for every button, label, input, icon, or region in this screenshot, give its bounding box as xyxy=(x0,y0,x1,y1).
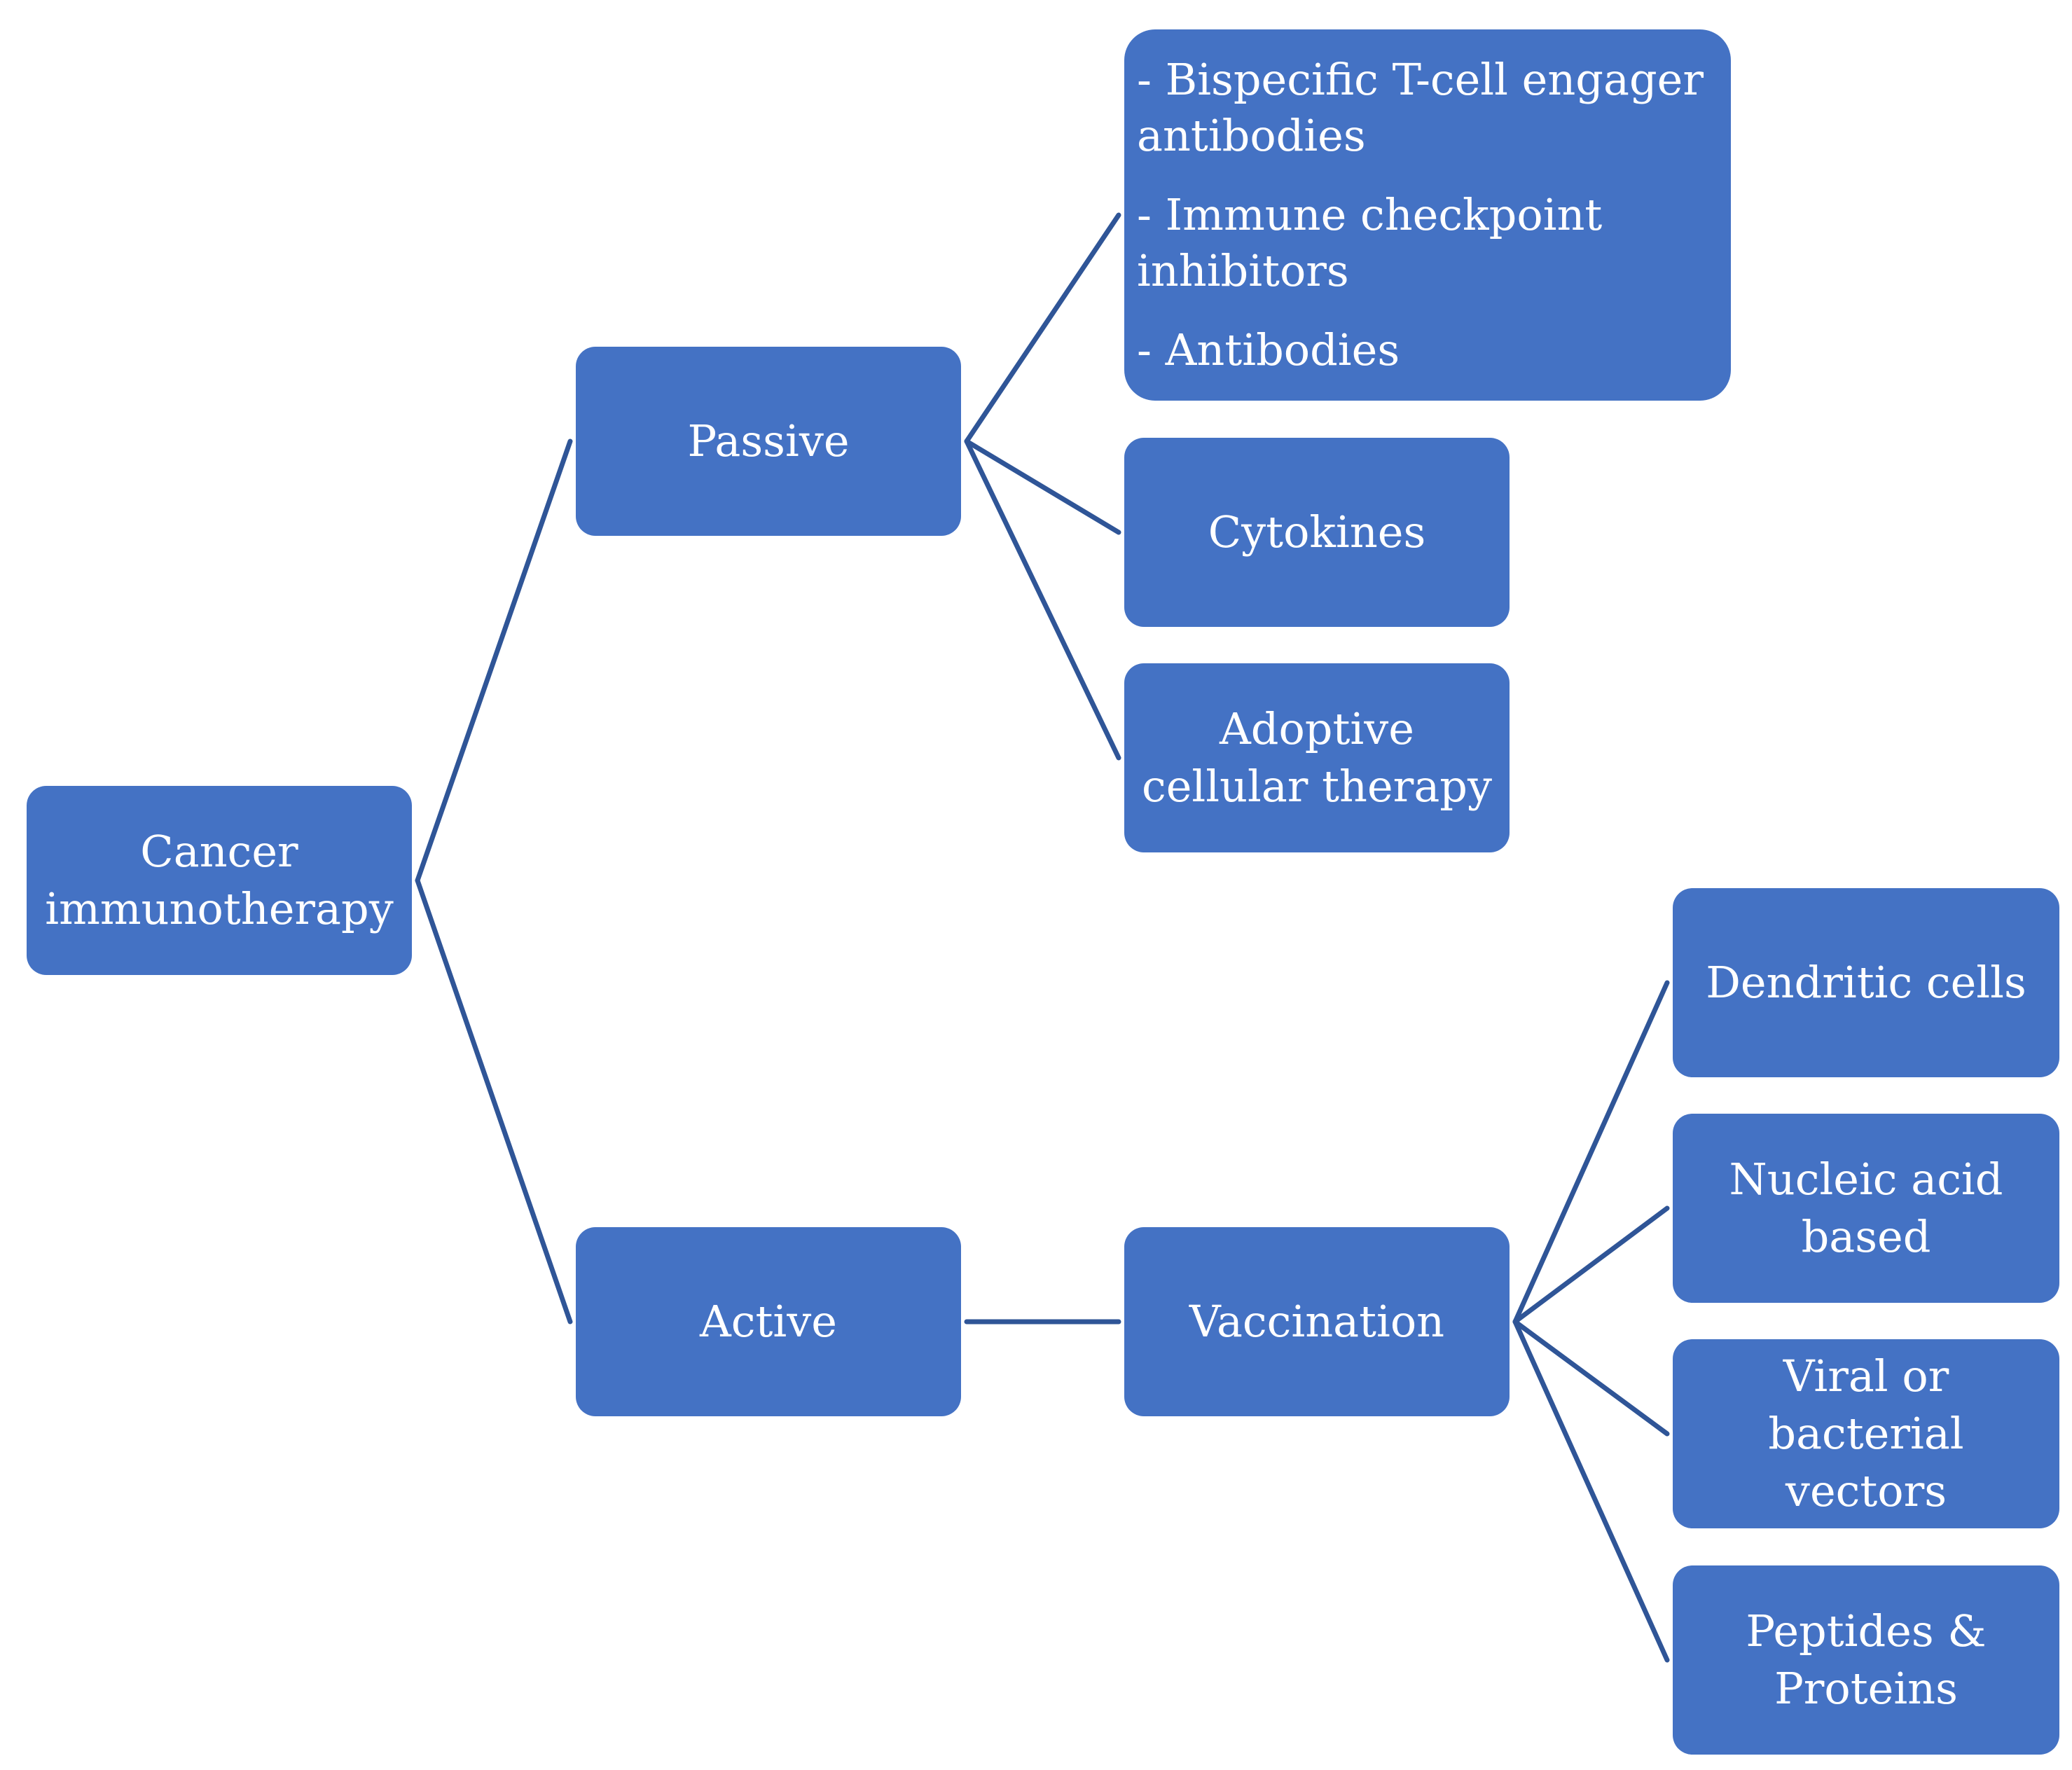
list-item-checkpoint-inhibitors: - Immune checkpoint inhibitors xyxy=(1137,188,1603,297)
node-peptides-and-proteins: Peptides & Proteins xyxy=(1673,1565,2059,1755)
connector-vaccination-viral xyxy=(1512,1319,1670,1437)
connector-passive-adoptive xyxy=(964,438,1121,761)
node-label: Viral or bacterial vectors xyxy=(1768,1350,1964,1516)
connector-passive-cytokines xyxy=(964,438,1121,535)
node-vaccination: Vaccination xyxy=(1124,1227,1510,1416)
node-nucleic-acid-based: Nucleic acid based xyxy=(1673,1114,2059,1303)
node-viral-or-bacterial-vectors: Viral or bacterial vectors xyxy=(1673,1339,2059,1528)
connector-passive-passive_list xyxy=(964,212,1121,444)
connector-vaccination-peptides xyxy=(1512,1319,1670,1663)
node-cancer-immunotherapy: Cancer immunotherapy xyxy=(27,786,412,975)
antibody-list: - Bispecific T-cell engager antibodies -… xyxy=(1137,52,1718,379)
node-label: Vaccination xyxy=(1189,1296,1445,1348)
connector-vaccination-dendritic xyxy=(1512,980,1670,1325)
node-label: Peptides & Proteins xyxy=(1746,1605,1987,1714)
node-label: Nucleic acid based xyxy=(1729,1154,2003,1262)
node-dendritic-cells: Dendritic cells xyxy=(1673,888,2059,1077)
node-label: Dendritic cells xyxy=(1706,957,2026,1009)
node-label: Active xyxy=(700,1296,837,1348)
node-label: Adoptive cellular therapy xyxy=(1142,703,1492,812)
connector-root-active xyxy=(415,878,573,1325)
list-item-bispecific: - Bispecific T-cell engager antibodies xyxy=(1137,53,1704,162)
node-label: Passive xyxy=(687,415,850,467)
connector-root-passive xyxy=(415,438,573,883)
node-passive-antibody-list: - Bispecific T-cell engager antibodies -… xyxy=(1124,29,1731,401)
node-label: Cancer immunotherapy xyxy=(45,826,394,934)
node-adoptive-cellular-therapy: Adoptive cellular therapy xyxy=(1124,663,1510,852)
node-passive: Passive xyxy=(576,347,961,536)
node-label: Cytokines xyxy=(1208,506,1426,558)
node-active: Active xyxy=(576,1227,961,1416)
connector-vaccination-nucleic xyxy=(1512,1205,1670,1325)
list-item-antibodies: - Antibodies xyxy=(1137,324,1400,375)
node-cytokines: Cytokines xyxy=(1124,438,1510,627)
